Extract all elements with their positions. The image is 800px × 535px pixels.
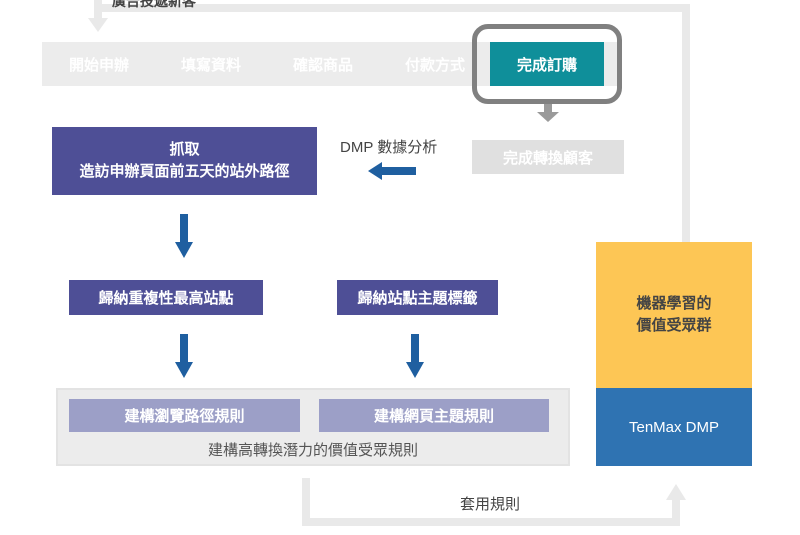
connector-right (682, 4, 690, 242)
tenmax-dmp-box: TenMax DMP (596, 388, 752, 466)
ml-box-line2: 價值受眾群 (636, 317, 712, 334)
arrow-down-icon (537, 104, 559, 122)
connector-bottom (302, 518, 680, 526)
step-payment: 付款方式 (404, 56, 465, 74)
step-fill-info: 填寫資料 (180, 56, 241, 74)
step-order-complete: 完成訂購 (490, 42, 604, 86)
connector-bottom-right (672, 498, 680, 526)
apply-rules-label: 套用規則 (460, 496, 521, 513)
ml-audience-box: 機器學習的 價值受眾群 (596, 242, 752, 388)
panel-caption: 建構高轉換潛力的價值受眾規則 (207, 441, 418, 459)
group-tags-box: 歸納站點主題標籤 (337, 280, 498, 315)
connector-bottom-left (302, 478, 310, 526)
path-rule-box: 建構瀏覽路徑規則 (69, 399, 300, 432)
arrow-down-icon (88, 18, 108, 32)
ml-box-line1: 機器學習的 (636, 295, 712, 312)
step-confirm-product: 確認商品 (292, 56, 353, 74)
step-start: 開始申辦 (68, 56, 129, 74)
capture-box-line2: 造訪申辦頁面前五天的站外路徑 (79, 163, 290, 180)
converted-customer-box: 完成轉換顧客 (472, 140, 624, 174)
connector-top (94, 4, 690, 12)
arrow-down-icon (406, 334, 424, 378)
dmp-analysis-label: DMP 數據分析 (340, 139, 438, 156)
capture-box-line1: 抓取 (169, 141, 200, 158)
topic-rule-box: 建構網頁主題規則 (319, 399, 549, 432)
highlight-ring (472, 24, 622, 104)
top-label: 廣告投遞新客 (112, 0, 196, 9)
arrow-up-icon (666, 484, 686, 500)
arrow-down-icon (175, 334, 193, 378)
group-sites-box: 歸納重複性最高站點 (69, 280, 263, 315)
arrow-down-icon (175, 214, 193, 258)
connector-left-stub (94, 0, 102, 22)
capture-box: 抓取 造訪申辦頁面前五天的站外路徑 (52, 127, 317, 195)
arrow-left-icon (368, 162, 416, 180)
